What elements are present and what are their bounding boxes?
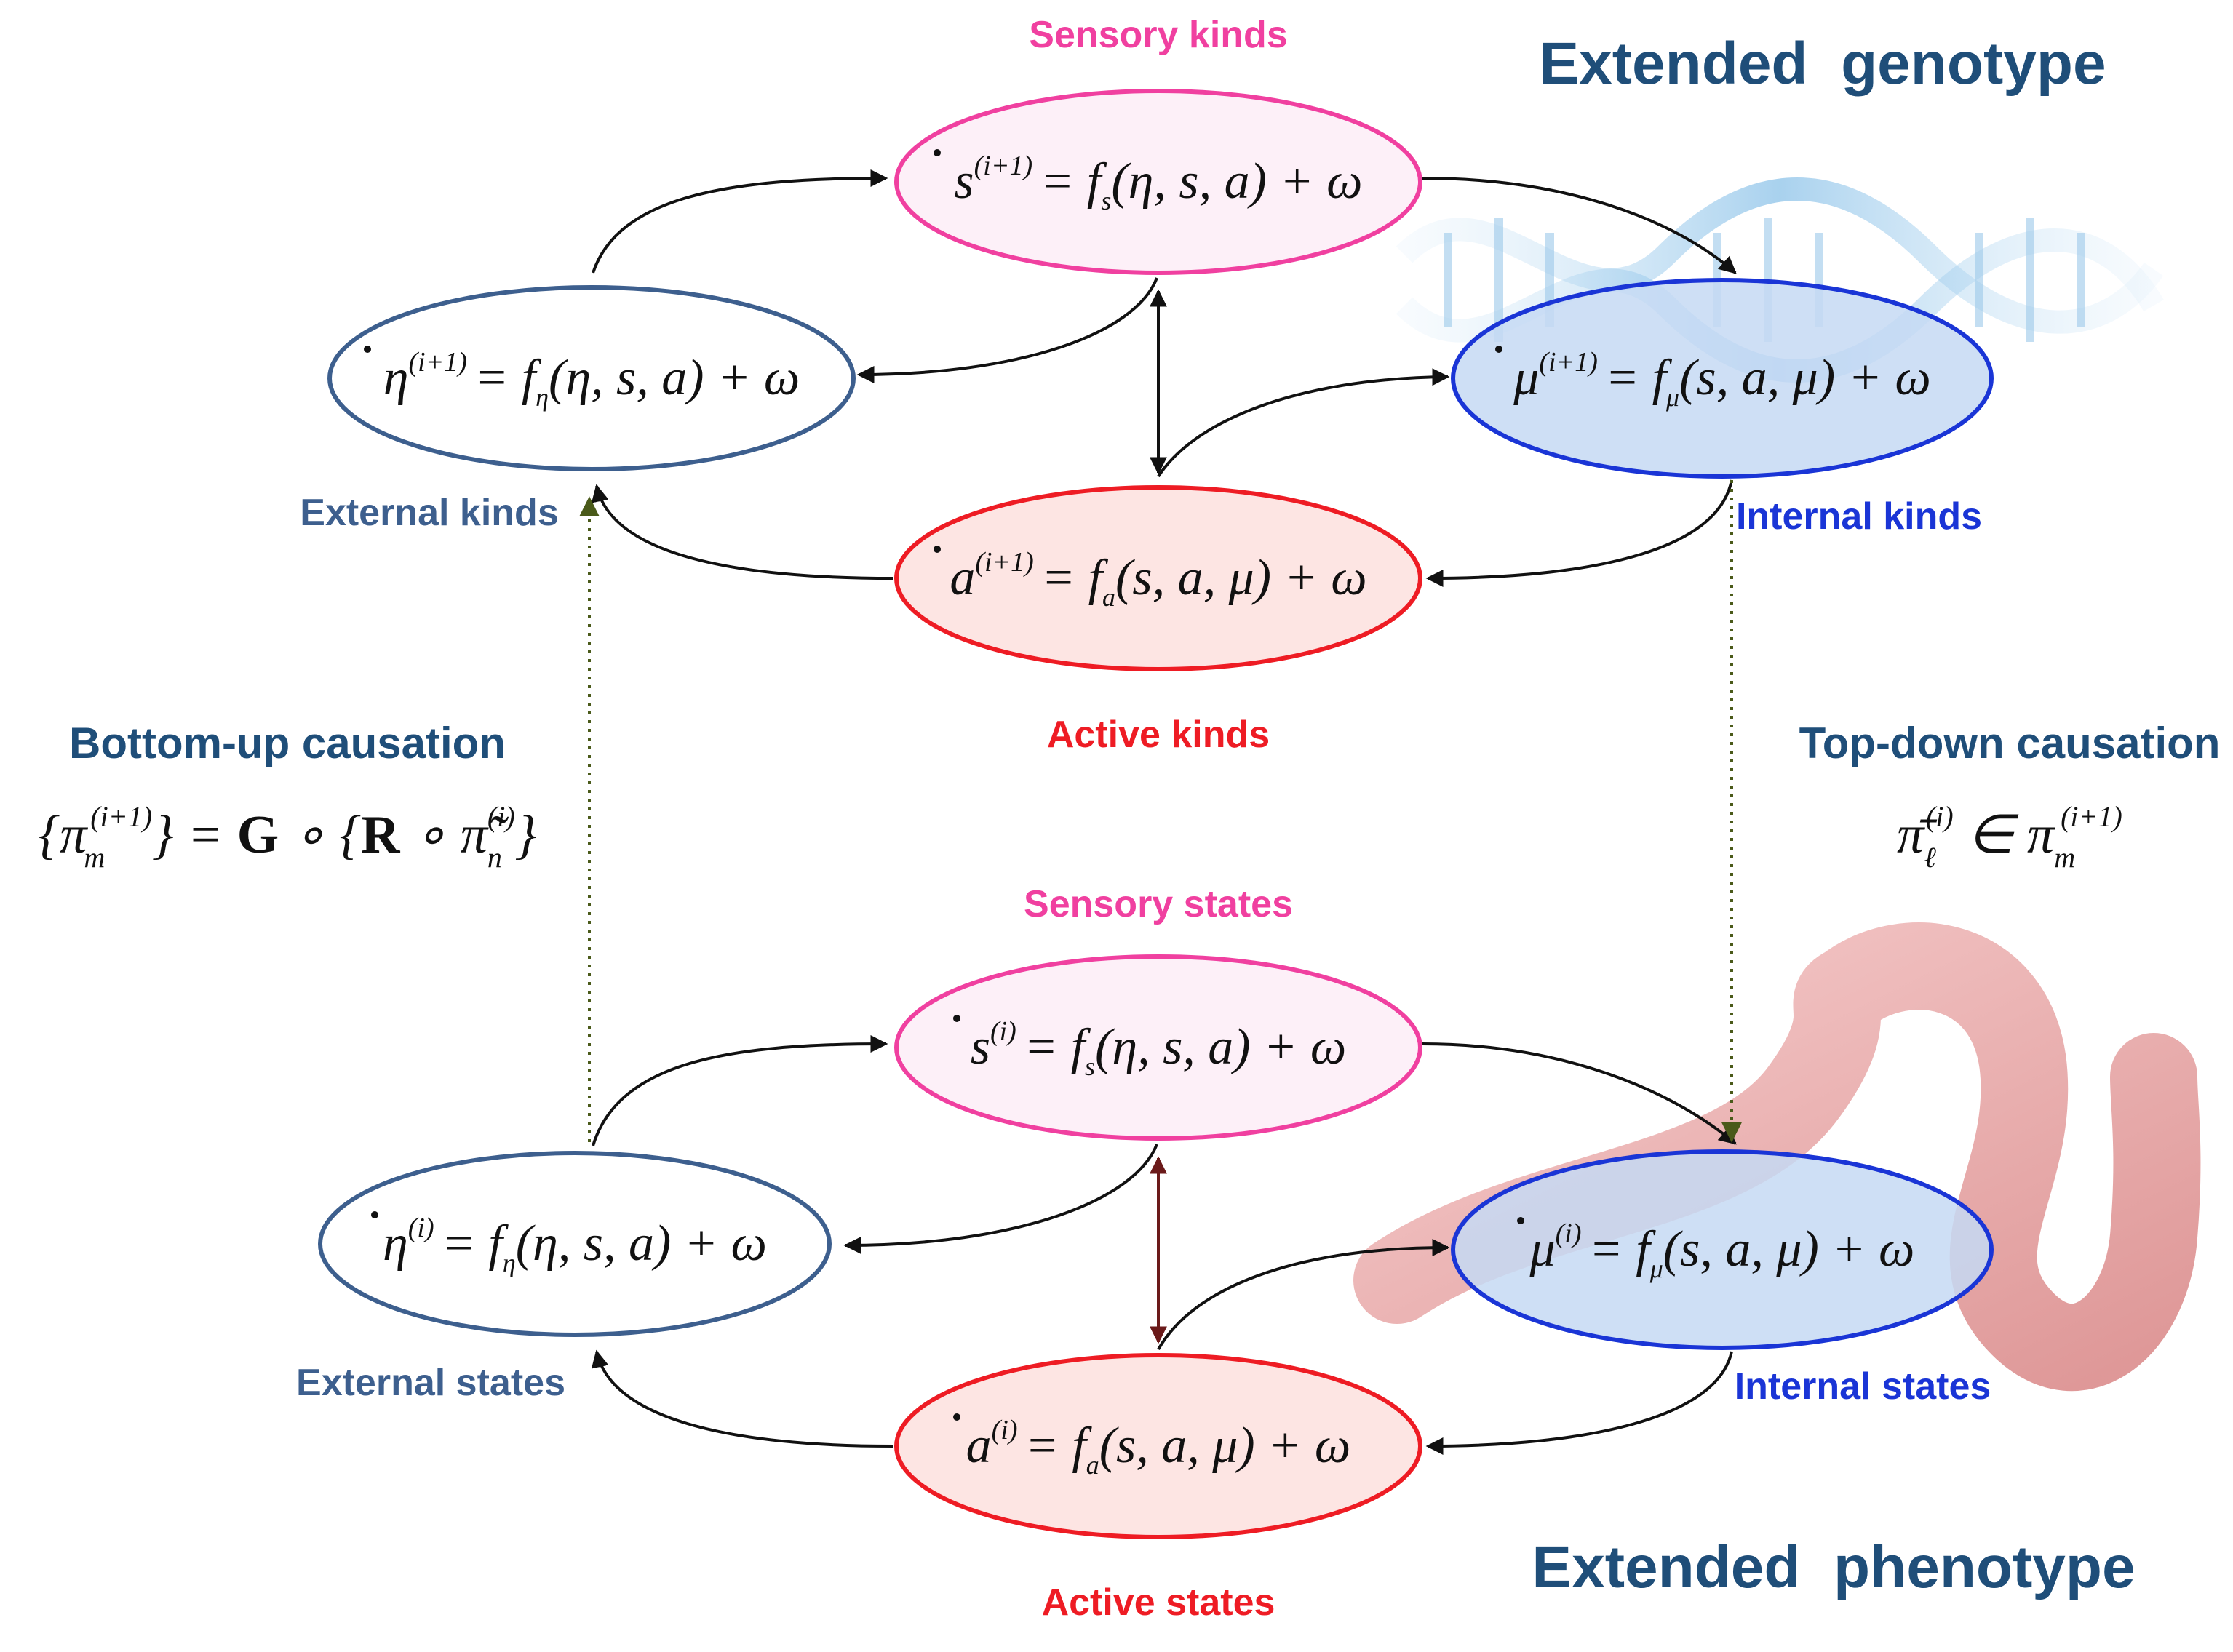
arrow-external-to-sensory-kinds — [592, 169, 888, 274]
arrow-active-to-internal-states — [1157, 1239, 1450, 1350]
arrow-active-to-internal-kinds — [1157, 368, 1450, 478]
arrow-active-to-external-kinds — [591, 484, 894, 580]
active-states-equation: a(i)= fa(s, a, μ) + ω — [966, 1415, 1351, 1480]
external-kinds-equation: η(i+1)= fη(η, s, a) + ω — [383, 347, 800, 412]
derivative-dot — [364, 346, 371, 353]
derivative-dot — [1517, 1217, 1524, 1224]
internal-states-node — [1451, 1149, 1994, 1350]
bottom-up-causation-label: Bottom-up causation — [69, 719, 506, 767]
arrow-active-to-external-states — [591, 1349, 894, 1448]
arrow-internal-to-active-states — [1425, 1351, 1733, 1455]
extended-genotype-title: Extended genotype — [1539, 31, 2106, 97]
derivative-dot — [953, 1413, 960, 1421]
derivative-dot — [934, 149, 941, 156]
arrow-internal-to-active-kinds — [1425, 479, 1733, 587]
external-states-node — [318, 1151, 832, 1337]
internal-kinds-label: Internal kinds — [1736, 495, 1982, 538]
sensory-kinds-equation: s(i+1)= fs(η, s, a) + ω — [954, 151, 1362, 215]
top-down-causation-equation: π̄ℓ(i) ∈ πm(i+1) — [1897, 800, 2122, 874]
external-states-equation: η(i)= fη(η, s, a) + ω — [383, 1213, 767, 1277]
arrow-sensory-to-external-kinds — [856, 277, 1158, 383]
extended-phenotype-title: Extended phenotype — [1532, 1534, 2135, 1600]
sensory-states-label: Sensory states — [1024, 883, 1293, 925]
active-states-label: Active states — [1042, 1581, 1275, 1624]
derivative-dot — [1495, 346, 1502, 353]
internal-kinds-node — [1451, 278, 1994, 479]
worm-icon — [1353, 922, 2201, 1392]
arrow-sensory-to-internal-kinds — [1422, 177, 1737, 274]
arrow-sensory-to-external-states — [843, 1144, 1158, 1254]
active-kinds-node — [894, 485, 1422, 671]
internal-states-label: Internal states — [1735, 1365, 1991, 1408]
internal-kinds-equation: μ(i+1)= fμ(s, a, μ) + ω — [1513, 347, 1931, 412]
external-states-label: External states — [296, 1362, 565, 1404]
sensory-states-equation: s(i)= fs(η, s, a) + ω — [971, 1016, 1347, 1081]
active-kinds-equation: a(i+1)= fa(s, a, μ) + ω — [950, 547, 1366, 612]
arrow-external-to-sensory-states — [592, 1035, 888, 1146]
derivative-dot — [934, 546, 941, 553]
active-states-node — [894, 1353, 1422, 1539]
arrow-sensory-to-internal-states — [1422, 1042, 1737, 1145]
internal-states-equation: μ(i)= fμ(s, a, μ) + ω — [1529, 1218, 1915, 1283]
external-kinds-node — [327, 285, 856, 471]
bottom-up-causation-equation: {πm(i+1)} = G ∘ {R ∘ π̃n(i)} — [39, 800, 537, 874]
sensory-kinds-node — [894, 89, 1422, 275]
derivative-dot — [953, 1015, 960, 1022]
external-kinds-label: External kinds — [300, 492, 558, 534]
derivative-dot — [371, 1211, 378, 1218]
top-down-causation-label: Top-down causation — [1799, 719, 2221, 767]
sensory-states-node — [894, 954, 1422, 1141]
active-kinds-label: Active kinds — [1047, 714, 1270, 756]
sensory-kinds-label: Sensory kinds — [1029, 14, 1287, 56]
